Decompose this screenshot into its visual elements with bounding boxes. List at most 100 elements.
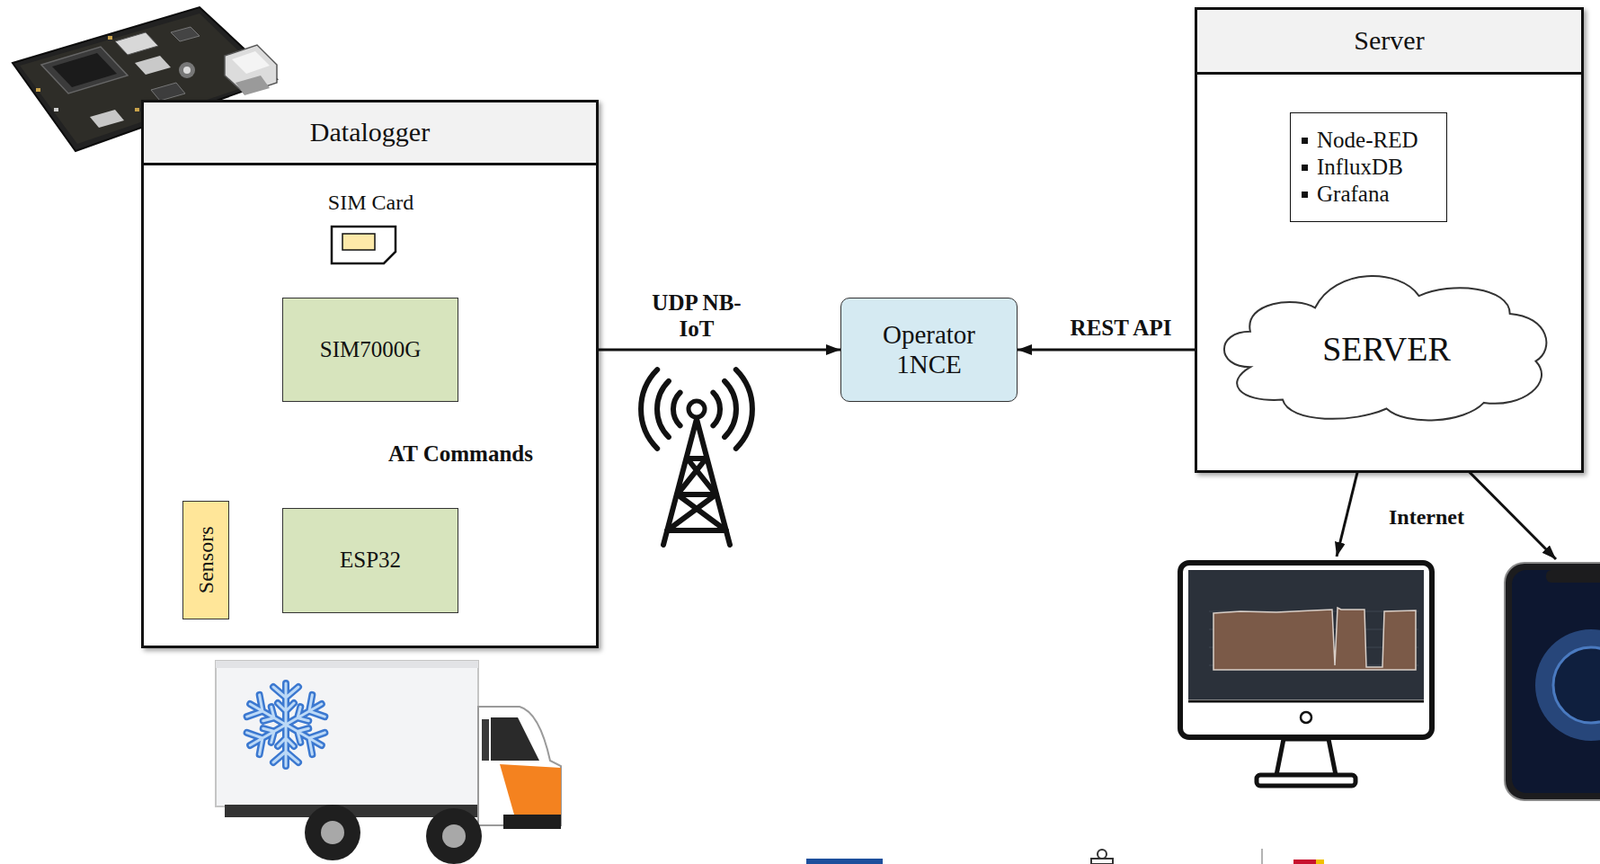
- pcb-illustration-part: [53, 107, 59, 112]
- funding-logos-part: [1261, 848, 1263, 864]
- panel-title: Datalogger: [310, 116, 430, 149]
- funding-logos-part: [1091, 858, 1113, 864]
- funding-logos-part: [1315, 859, 1325, 864]
- antenna-tower-icon-part: [657, 381, 669, 437]
- monitor-illustration-part: [1188, 569, 1424, 700]
- pcb-illustration-part: [235, 75, 270, 96]
- pcb-illustration-part: [134, 107, 140, 112]
- list-item: Grafana: [1316, 180, 1390, 208]
- panel-header: Server: [1197, 9, 1582, 75]
- sim-label-row: SIM Card: [302, 190, 439, 216]
- antenna-tower-icon-part: [712, 392, 720, 427]
- truck-illustration-part: [426, 808, 482, 864]
- software-list-box: Node-REDInfluxDBGrafana: [1289, 112, 1448, 223]
- antenna-tower-icon-part: [688, 400, 705, 418]
- bullet-square: [1301, 164, 1308, 171]
- phone-illustration-part: [1553, 647, 1600, 723]
- server-cloud: SERVER: [1224, 275, 1549, 424]
- panel-header: Datalogger: [143, 102, 596, 166]
- cloud-label: SERVER: [1322, 329, 1451, 370]
- truck-illustration-part: [481, 719, 489, 761]
- antenna-tower-icon-part: [666, 458, 726, 531]
- truck-illustration-part: [215, 660, 479, 668]
- snowflake-icon: [243, 683, 329, 766]
- server-panel: ServerNode-REDInfluxDBGrafanaSERVER: [1194, 7, 1584, 473]
- pcb-illustration-part: [151, 82, 186, 101]
- monitor-illustration-part: [1276, 738, 1336, 775]
- edge-label: AT Commands: [384, 441, 537, 468]
- antenna-tower-icon-part: [673, 392, 681, 427]
- truck-illustration-part: [478, 706, 561, 826]
- antenna-tower-icon-part: [640, 369, 658, 449]
- list-row: Node-RED: [1301, 126, 1418, 154]
- truck-illustration-part: [499, 764, 561, 815]
- list-row: InfluxDB: [1301, 153, 1404, 181]
- pcb-illustration-part: [134, 55, 171, 75]
- cloud-outline: [1224, 275, 1547, 420]
- truck-illustration: [215, 660, 561, 864]
- pcb-illustration-part: [178, 62, 196, 79]
- truck-illustration-part: [304, 804, 361, 861]
- truck-illustration-part: [442, 824, 466, 848]
- antenna-tower-icon-part: [666, 458, 726, 531]
- edge-label: UDP NB-IoT: [647, 290, 747, 343]
- pcb-illustration-part: [52, 53, 117, 88]
- sensor-box: Sensors: [182, 500, 230, 620]
- pcb-illustration-part: [170, 26, 200, 42]
- monitor-illustration-part: [1300, 711, 1312, 723]
- module-box: SIM7000G: [282, 297, 459, 402]
- pcb-illustration-part: [89, 109, 125, 128]
- sim-card-chip: [342, 233, 375, 250]
- box-label: ESP32: [339, 547, 401, 574]
- funding-logos-part: [806, 858, 883, 864]
- pcb-illustration-part: [183, 66, 191, 74]
- list-item: InfluxDB: [1316, 153, 1404, 181]
- pcb-illustration-part: [35, 88, 41, 92]
- rotated-label: Sensors: [193, 526, 219, 595]
- monitor-illustration: [1180, 562, 1432, 786]
- list-row: Grafana: [1301, 180, 1390, 208]
- phone-illustration-part: [1504, 562, 1600, 800]
- edge-label: REST API: [1066, 315, 1176, 342]
- phone-illustration: [1504, 562, 1600, 800]
- sim-label: SIM Card: [302, 190, 439, 216]
- snowflake-highlight-part: [243, 693, 293, 736]
- list-item: Node-RED: [1316, 126, 1418, 154]
- truck-illustration-part: [490, 717, 540, 761]
- sim-card-icon: [329, 224, 398, 266]
- funding-logos-part: [1293, 859, 1316, 864]
- antenna-tower-icon-part: [736, 369, 753, 449]
- network-label: Internet: [1385, 505, 1468, 531]
- truck-illustration-part: [503, 814, 561, 829]
- box-label: Operator 1NCE: [862, 320, 997, 381]
- monitor-illustration-part: [1213, 607, 1416, 670]
- box-label: SIM7000G: [320, 337, 422, 364]
- datalogger-panel: DataloggerSIM CardSIM7000G Sensors ESP32: [141, 99, 599, 649]
- sim-card-outline: [331, 226, 396, 264]
- panel-title: Server: [1353, 25, 1424, 57]
- pcb-illustration-part: [41, 46, 128, 94]
- monitor-illustration-part: [1180, 562, 1432, 738]
- snowflake-highlight: [243, 683, 329, 766]
- pcb-illustration-part: [231, 51, 270, 74]
- funding-logos-part: [1097, 849, 1107, 859]
- phone-illustration-part: [1511, 569, 1600, 793]
- funding-logos: [806, 848, 1325, 864]
- monitor-illustration-part: [1256, 774, 1356, 786]
- bullet-square: [1301, 191, 1308, 198]
- mcu-box: ESP32: [282, 507, 459, 614]
- sim-card: SIM Card: [302, 190, 439, 266]
- phone-illustration-part: [1535, 629, 1600, 741]
- antenna-tower-icon: [640, 369, 753, 545]
- antenna-tower-icon-part: [663, 418, 730, 545]
- antenna-tower-icon-part: [724, 381, 737, 437]
- truck-illustration-part: [320, 820, 345, 845]
- monitor-illustration-part: [1188, 700, 1424, 703]
- operator-box: Operator 1NCE: [840, 297, 1018, 402]
- pcb-illustration-part: [107, 35, 113, 40]
- pcb-illustration-part: [115, 32, 159, 55]
- phone-illustration-part: [1546, 569, 1600, 583]
